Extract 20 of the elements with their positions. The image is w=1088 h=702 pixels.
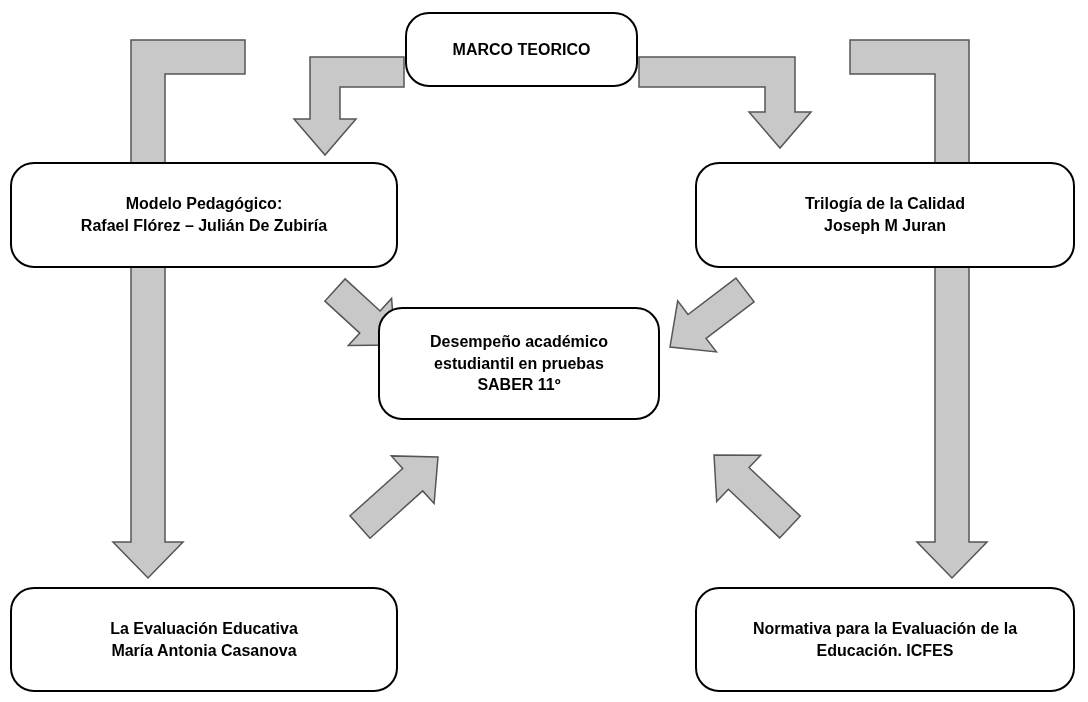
rounded-box <box>695 162 1075 268</box>
rounded-box <box>10 162 398 268</box>
node-text: María Antonia Casanova <box>111 640 297 661</box>
block-arrow <box>348 455 439 540</box>
block-arrow <box>638 56 813 150</box>
node-text: Joseph M Juran <box>824 216 946 236</box>
block-arrow <box>292 56 405 157</box>
node-text: Desempeño académico estudiantil en pruebas SABER 11º <box>429 332 609 396</box>
rounded-box <box>10 587 398 692</box>
block-arrow <box>669 277 756 353</box>
block-arrow <box>713 454 802 539</box>
rounded-box <box>405 12 638 87</box>
rounded-box <box>378 307 660 420</box>
node-text: La Evaluación Educativa <box>110 618 298 639</box>
node-text: Modelo Pedagógico: <box>125 194 283 215</box>
node-text: Normativa para la Evaluación de la Educación. ICFES <box>751 618 1019 661</box>
rounded-box <box>695 587 1075 692</box>
node-text: MARCO TEORICO <box>452 39 591 60</box>
node-text: Trilogía de la Calidad <box>804 194 965 215</box>
node-text: Rafael Flórez – Julián De Zubiría <box>80 216 328 236</box>
